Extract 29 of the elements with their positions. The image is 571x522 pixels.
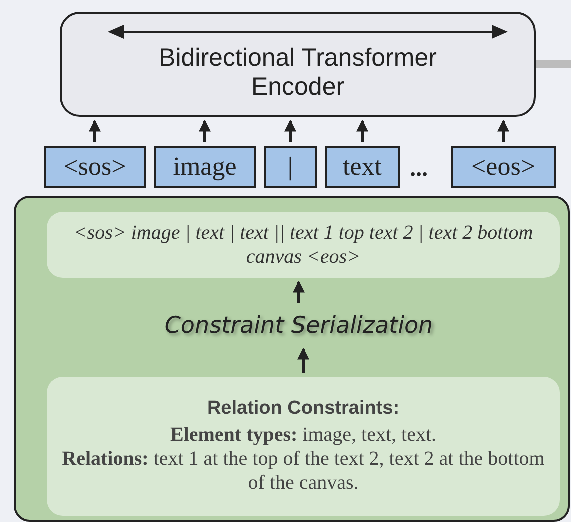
sequence-text: <sos> image | text | text || text 1 top text 2 | text 2 bottom canvas <eos> <box>72 221 534 269</box>
box-title: Bidirectional Transformer Encoder <box>158 44 438 102</box>
arrow <box>199 120 211 142</box>
token-box <box>154 146 256 188</box>
step-title: Constraint Serialization <box>132 307 466 345</box>
token-label: | <box>288 152 294 182</box>
connector-line <box>536 60 571 68</box>
token-label: <sos> <box>64 152 126 182</box>
ellipsis-label: ... <box>410 156 428 183</box>
encoder-box <box>60 12 536 117</box>
arrow <box>298 348 310 373</box>
token-box <box>325 146 400 188</box>
token-label: image <box>173 152 237 182</box>
token-box <box>44 146 146 188</box>
constraints-box <box>47 377 560 516</box>
body-text: Relations: text 1 at the top of the text 2, text 2 at the bottom of the canvas. <box>61 446 546 495</box>
arrow <box>293 280 305 303</box>
arrow <box>356 120 368 142</box>
token-label: text <box>343 152 382 182</box>
arrow <box>284 120 296 142</box>
serialization-panel <box>14 196 570 522</box>
token-box <box>264 146 317 188</box>
body-text: Element types: image, text, text. <box>170 422 437 447</box>
arrow <box>498 120 510 142</box>
arrow <box>89 120 101 142</box>
token-label: <eos> <box>472 152 536 182</box>
sequence-box <box>47 212 560 278</box>
box-heading: Relation Constraints: <box>207 398 400 421</box>
token-box <box>451 146 556 188</box>
